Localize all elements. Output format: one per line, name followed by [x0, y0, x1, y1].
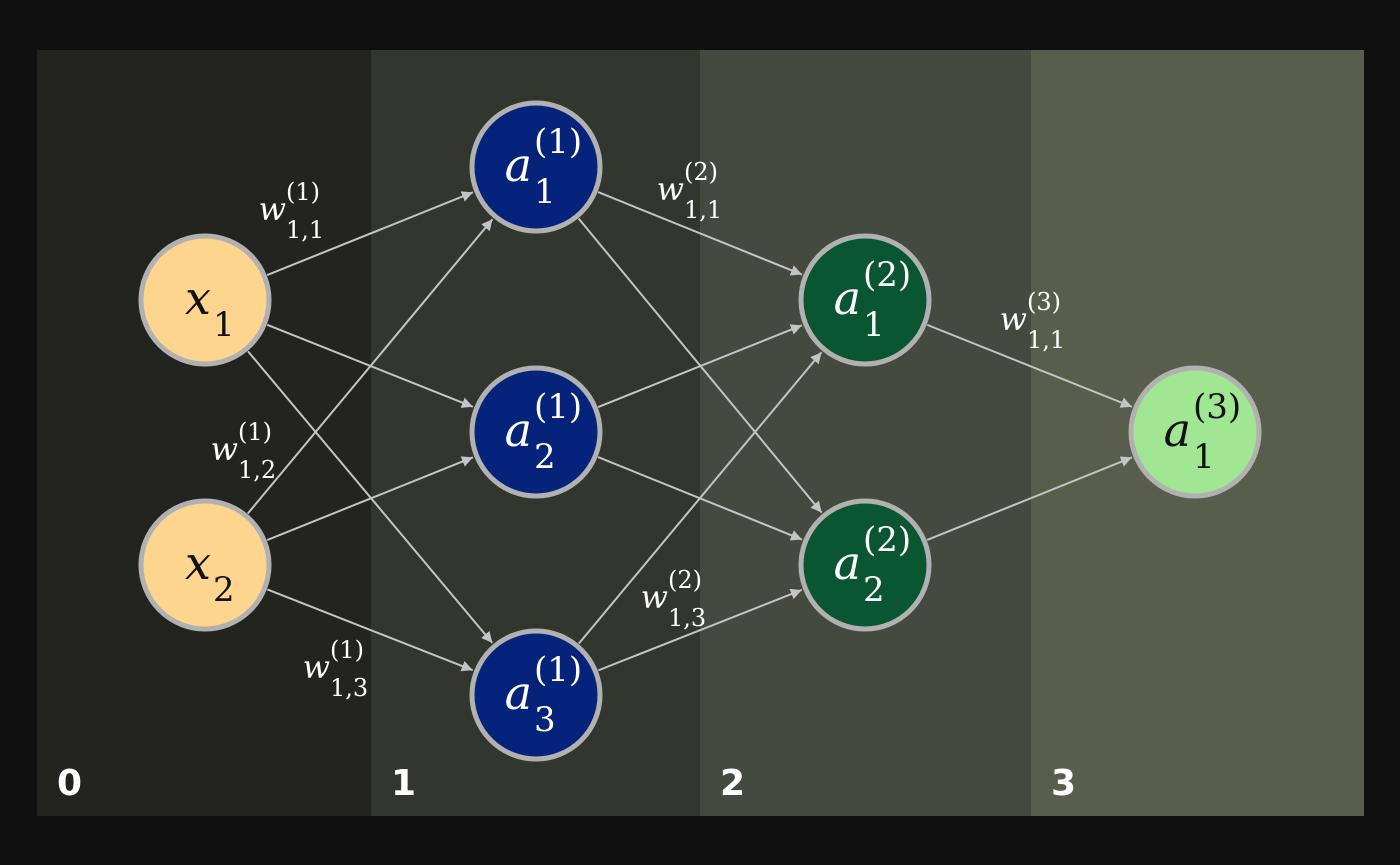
edge-a2_1-to-a1_2	[597, 324, 803, 408]
node-label-x1-base: x	[185, 271, 211, 325]
edge-a1_1-to-a1_2	[597, 191, 803, 276]
node-label-a3_1-base: a	[505, 666, 532, 720]
node-label-a1_1-superscript: (1)	[534, 122, 582, 162]
weight-label-w11_3-superscript: (3)	[1027, 288, 1061, 316]
node-label-a1_2-base: a	[834, 271, 861, 325]
edge-x2-to-a2_1	[266, 456, 474, 541]
weight-label-w13_1-base: w	[303, 648, 330, 686]
node-a2_1: a(1) 2	[469, 365, 603, 499]
node-circle-a1_3	[1128, 365, 1262, 499]
node-a3_1: a(1) 3	[469, 628, 603, 762]
node-circle-x1	[138, 233, 272, 367]
node-circle-a2_1	[469, 365, 603, 499]
node-label-a1_3-subscript: 1	[1193, 437, 1215, 477]
layer-number-3: 3	[1051, 763, 1076, 804]
node-label-a1_1: a(1) 1	[505, 122, 583, 212]
node-a2_2: a(2) 2	[798, 498, 932, 632]
weight-label-w13_1-superscript: (1)	[330, 636, 364, 664]
node-label-a1_2-subscript: 1	[863, 305, 885, 345]
weight-label-w11_3: w(3) 1,1	[1000, 288, 1066, 354]
node-label-a2_1-base: a	[505, 403, 532, 457]
weight-label-w13_2: w(2) 1,3	[641, 566, 707, 632]
weight-label-w11_1-base: w	[259, 190, 286, 228]
edge-x2-to-a3_1	[266, 588, 474, 672]
layer-number-0: 0	[57, 763, 82, 804]
weight-label-w13_1-subscript: 1,3	[330, 674, 368, 702]
edge-a3_1-to-a2_2	[597, 588, 803, 672]
weight-label-w11_2-subscript: 1,1	[684, 196, 722, 224]
node-label-a2_2-base: a	[834, 536, 861, 590]
node-circle-x2	[138, 498, 272, 632]
layer-number-2: 2	[720, 763, 745, 804]
node-label-a1_1-base: a	[505, 138, 532, 192]
node-a1_2: a(2) 1	[798, 233, 932, 367]
node-label-a2_2: a(2) 2	[834, 520, 912, 610]
edge-a2_2-to-a1_3	[926, 456, 1133, 541]
node-label-a2_1-subscript: 2	[534, 437, 556, 477]
weight-label-w11_1-subscript: 1,1	[286, 216, 324, 244]
node-label-a1_2: a(2) 1	[834, 255, 912, 345]
layer-number-1: 1	[391, 763, 416, 804]
node-label-a1_1-subscript: 1	[534, 172, 556, 212]
weight-label-w13_2-superscript: (2)	[668, 566, 702, 594]
node-label-x2-base: x	[185, 536, 211, 590]
node-a1_3: a(3) 1	[1128, 365, 1262, 499]
node-label-x1-subscript: 1	[213, 305, 235, 345]
edge-a3_1-to-a1_2	[578, 351, 823, 645]
weight-label-w11_2-superscript: (2)	[684, 158, 718, 186]
weight-label-w11_2-base: w	[657, 170, 684, 208]
node-label-a2_1: a(1) 2	[505, 387, 583, 477]
weight-label-w12_1-superscript: (1)	[238, 418, 272, 446]
node-label-a1_3-base: a	[1164, 403, 1191, 457]
weight-label-w13_1: w(1) 1,3	[303, 636, 369, 702]
connections	[247, 191, 1133, 672]
node-label-a2_2-superscript: (2)	[863, 520, 911, 560]
weight-label-w13_2-subscript: 1,3	[668, 604, 706, 632]
node-circle-a3_1	[469, 628, 603, 762]
weight-label-w12_1-subscript: 1,2	[238, 456, 276, 484]
node-circle-a1_1	[469, 100, 603, 234]
layer-band-0	[37, 50, 371, 816]
node-circle-a1_2	[798, 233, 932, 367]
weight-label-w12_1: w(1) 1,2	[211, 418, 277, 484]
edge-x1-to-a3_1	[247, 350, 494, 644]
layer-band-2	[700, 50, 1031, 816]
edge-a1_2-to-a1_3	[926, 323, 1133, 408]
weight-label-w11_1-superscript: (1)	[286, 178, 320, 206]
edge-x1-to-a1_1	[266, 191, 474, 276]
weight-labels: w(1)1,1w(1)1,2w(1)1,3w(2)1,1w(2)1,3w(3)1…	[211, 158, 1066, 702]
weight-label-w11_2: w(2) 1,1	[657, 158, 723, 224]
node-label-a2_2-subscript: 2	[863, 570, 885, 610]
weight-label-w12_1-base: w	[211, 430, 238, 468]
node-label-a2_1-superscript: (1)	[534, 387, 582, 427]
node-a1_1: a(1) 1	[469, 100, 603, 234]
node-label-a1_2-superscript: (2)	[863, 255, 911, 295]
weight-label-w13_2-base: w	[641, 578, 668, 616]
node-label-a1_3-superscript: (3)	[1193, 387, 1241, 427]
node-label-x2-subscript: 2	[213, 570, 235, 610]
weight-label-w11_3-base: w	[1000, 300, 1027, 338]
weight-label-w11_1: w(1) 1,1	[259, 178, 325, 244]
node-circle-a2_2	[798, 498, 932, 632]
node-label-a3_1-superscript: (1)	[534, 650, 582, 690]
node-label-a3_1: a(1) 3	[505, 650, 583, 740]
weight-label-w11_3-subscript: 1,1	[1027, 326, 1065, 354]
node-label-a1_3: a(3) 1	[1164, 387, 1242, 477]
node-label-a3_1-subscript: 3	[534, 700, 556, 740]
edge-x2-to-a1_1	[247, 218, 494, 515]
